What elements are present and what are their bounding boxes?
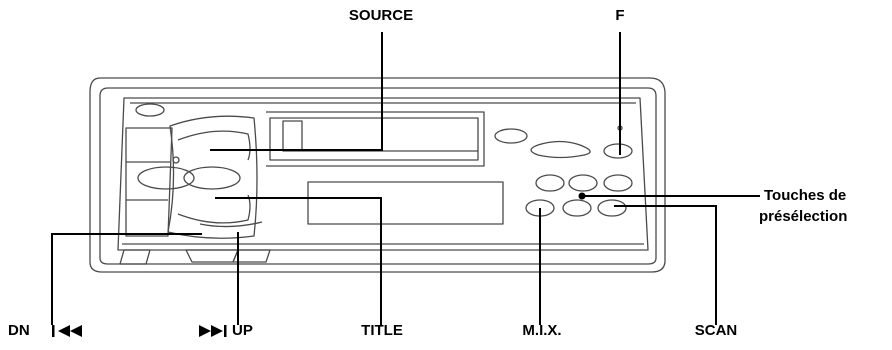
label-up: UP bbox=[232, 322, 253, 339]
f-button bbox=[603, 143, 633, 159]
presets-leader-dot bbox=[578, 192, 586, 200]
up-button bbox=[232, 249, 271, 263]
long-button bbox=[530, 140, 591, 159]
cassette-tab bbox=[282, 120, 303, 152]
chassis-inner bbox=[99, 87, 657, 265]
bottom-left-foot bbox=[119, 249, 151, 265]
label-presets-line2: présélection bbox=[759, 208, 848, 225]
rocker-button-outline bbox=[167, 115, 258, 239]
face-plate bbox=[117, 97, 649, 251]
leader-source bbox=[210, 32, 383, 151]
cassette-slot bbox=[269, 117, 479, 161]
preset-button-2 bbox=[568, 174, 598, 192]
rocker-inner-2 bbox=[177, 194, 251, 224]
chassis-outer bbox=[89, 77, 666, 273]
cassette-bevel bbox=[266, 111, 485, 167]
rocker-center-dot bbox=[172, 156, 180, 164]
label-dn: DN bbox=[8, 322, 30, 339]
leader-scan bbox=[614, 205, 717, 325]
rocker-lower-curve bbox=[199, 221, 263, 228]
upper-right-button bbox=[494, 128, 528, 144]
preset-button-5 bbox=[597, 199, 627, 217]
preset-button-4 bbox=[562, 199, 592, 217]
top-left-button bbox=[135, 103, 165, 117]
label-title: TITLE bbox=[361, 322, 403, 339]
rocker-inner-1 bbox=[177, 130, 251, 161]
rocker-center-right bbox=[183, 166, 241, 190]
label-scan: SCAN bbox=[694, 322, 738, 339]
preset-button-3 bbox=[603, 174, 633, 192]
dn-skip-icon bbox=[52, 325, 82, 337]
up-skip-icon bbox=[199, 325, 227, 337]
label-mix: M.I.X. bbox=[522, 322, 562, 339]
label-f: F bbox=[615, 7, 625, 24]
label-source: SOURCE bbox=[348, 7, 414, 24]
leader-dn bbox=[51, 233, 202, 325]
left-panel bbox=[125, 127, 173, 237]
display-window bbox=[307, 181, 504, 225]
preset-button-1 bbox=[535, 174, 565, 192]
label-presets-line1: Touches de bbox=[764, 187, 847, 204]
leader-title bbox=[215, 197, 382, 325]
dn-button bbox=[185, 249, 239, 263]
rocker-center-left bbox=[137, 166, 195, 190]
